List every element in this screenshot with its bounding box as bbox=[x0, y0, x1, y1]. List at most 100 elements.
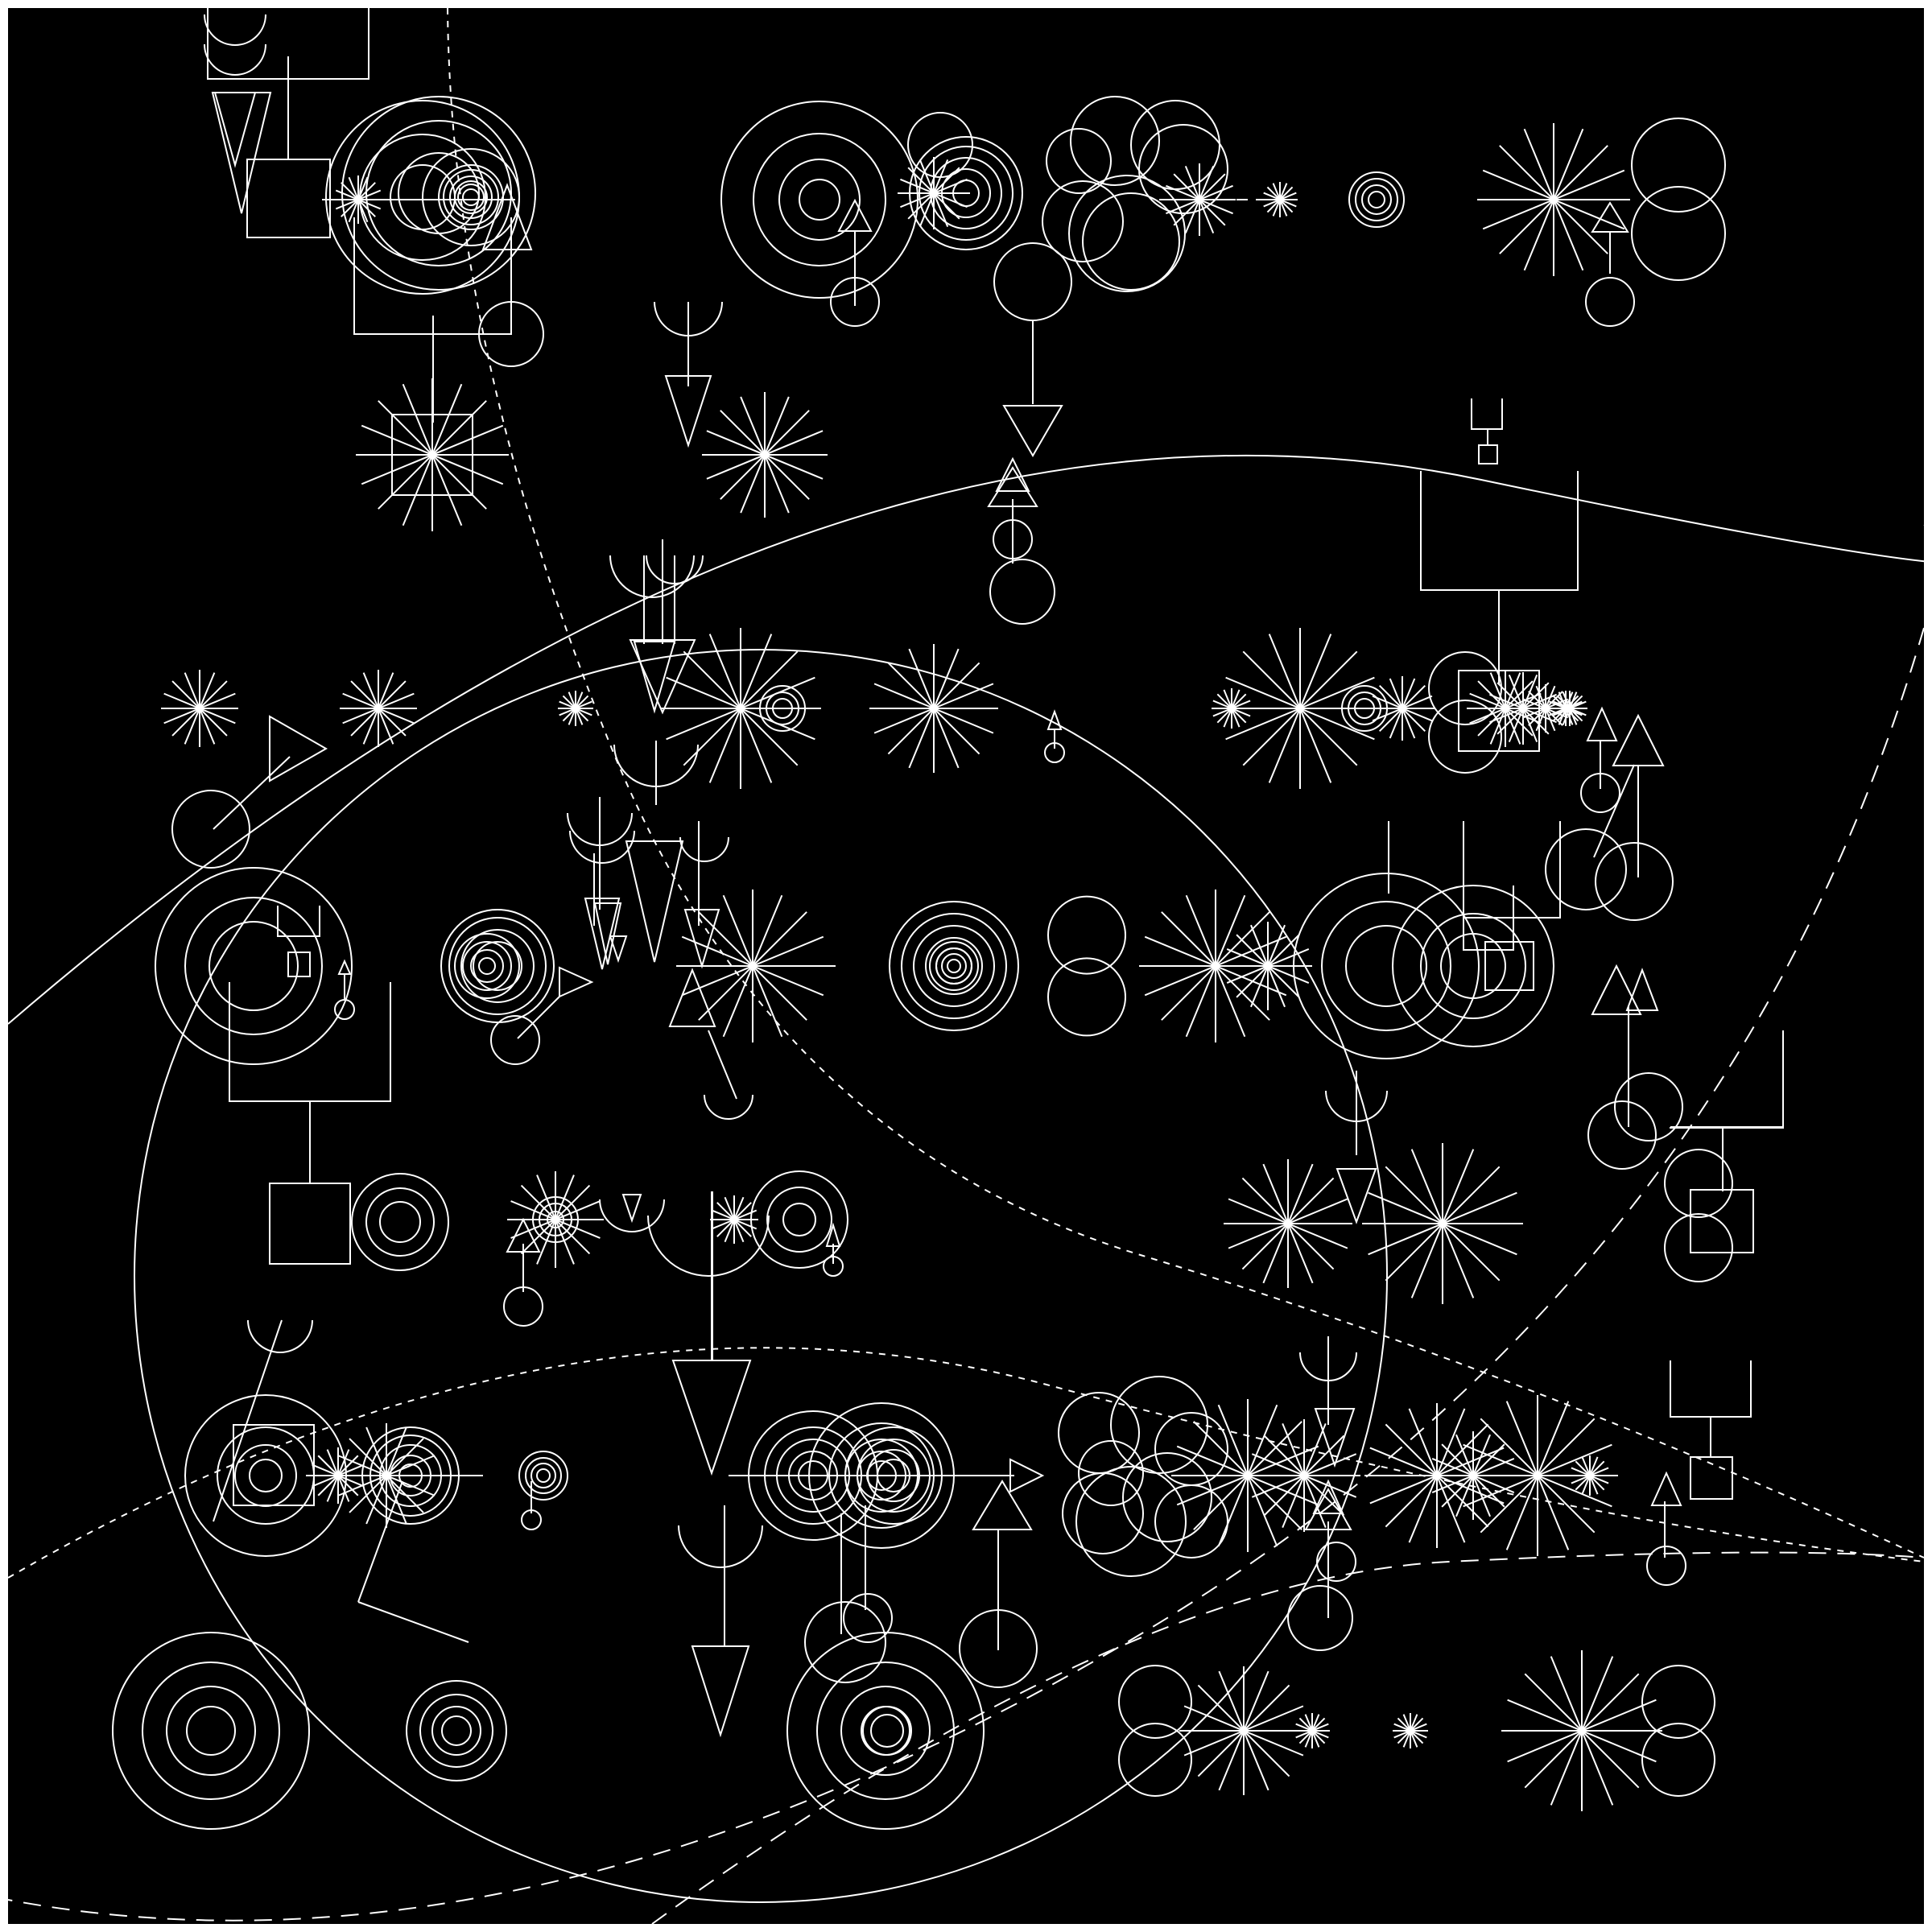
star-burst-icon bbox=[361, 424, 504, 485]
stem-line bbox=[357, 1480, 403, 1603]
triangle-icon bbox=[269, 715, 328, 782]
concentric-rings-icon bbox=[870, 1714, 904, 1748]
concentric-rings-icon bbox=[431, 1706, 481, 1756]
star-burst-icon bbox=[1225, 676, 1375, 741]
square-shape bbox=[1690, 1456, 1733, 1500]
concentric-rings-icon bbox=[454, 180, 488, 214]
concentric-rings-icon bbox=[901, 913, 1007, 1019]
ring-shape bbox=[1587, 1100, 1657, 1170]
concentric-rings-icon bbox=[365, 120, 512, 266]
figure-eight-icon bbox=[1047, 895, 1126, 975]
stem-line bbox=[708, 1030, 737, 1100]
star-burst-icon bbox=[1489, 693, 1557, 724]
concentric-rings-icon bbox=[925, 937, 983, 995]
star-burst-icon bbox=[1368, 1191, 1517, 1256]
ring-shape bbox=[1614, 1072, 1683, 1141]
ring-shape bbox=[1580, 773, 1620, 813]
ring-shape bbox=[1122, 1452, 1212, 1542]
square-shape bbox=[269, 1183, 351, 1265]
concentric-rings-icon bbox=[525, 1457, 562, 1494]
concentric-rings-icon bbox=[547, 1211, 564, 1228]
concentric-rings-icon bbox=[460, 929, 535, 1003]
ring-shape bbox=[1044, 742, 1065, 763]
star-burst-icon bbox=[1228, 1198, 1348, 1249]
concentric-rings-icon bbox=[142, 1662, 280, 1800]
star-burst-icon bbox=[1212, 700, 1251, 717]
triangle-icon bbox=[1586, 706, 1618, 741]
triangle-icon bbox=[995, 456, 1030, 492]
ring-shape bbox=[1585, 277, 1635, 327]
ring-shape bbox=[1082, 192, 1180, 291]
star-burst-icon bbox=[1463, 1443, 1612, 1508]
concentric-rings-icon bbox=[786, 1632, 985, 1830]
triangle-icon bbox=[1002, 405, 1063, 457]
concentric-rings-icon bbox=[1420, 913, 1526, 1019]
triangle-icon bbox=[1625, 968, 1659, 1011]
stem-line bbox=[213, 756, 291, 830]
ring-shape bbox=[478, 301, 544, 367]
triangle-icon bbox=[559, 966, 594, 998]
triangle-icon bbox=[633, 641, 676, 714]
concentric-rings-icon bbox=[889, 901, 1019, 1031]
star-burst-icon bbox=[1144, 935, 1287, 997]
ring-shape bbox=[1428, 651, 1502, 725]
cup-arc-icon bbox=[647, 1215, 770, 1277]
cup-arc-icon bbox=[704, 1094, 753, 1120]
ring-shape bbox=[1078, 1440, 1144, 1506]
concentric-rings-icon bbox=[155, 867, 353, 1065]
concentric-rings-icon bbox=[1348, 171, 1405, 228]
concentric-rings-icon bbox=[1392, 885, 1554, 1047]
ring-shape bbox=[521, 1509, 542, 1530]
concentric-rings-icon bbox=[1345, 925, 1427, 1007]
concentric-rings-icon bbox=[766, 1187, 832, 1253]
ring-shape bbox=[1046, 128, 1112, 194]
star-burst-icon bbox=[559, 700, 592, 716]
stem-line bbox=[357, 1601, 469, 1643]
star-burst-icon bbox=[1571, 1467, 1609, 1484]
triangle-icon bbox=[691, 1645, 750, 1738]
cup-arc-icon bbox=[679, 836, 729, 862]
star-burst-icon bbox=[900, 178, 968, 208]
dashed-arc-long-lower bbox=[651, 1551, 1925, 1925]
concentric-rings-icon bbox=[518, 1451, 568, 1501]
ring-shape bbox=[1646, 1546, 1686, 1586]
concentric-rings-icon bbox=[351, 1173, 449, 1271]
large-arcs-layer bbox=[7, 7, 1932, 1925]
ring-shape bbox=[1664, 1213, 1733, 1282]
triangle-icon bbox=[1650, 1471, 1682, 1506]
concentric-rings-icon bbox=[750, 1170, 848, 1269]
ring-shape bbox=[334, 999, 355, 1020]
concentric-rings-icon bbox=[462, 188, 480, 206]
square-shape bbox=[287, 952, 311, 977]
concentric-rings-icon bbox=[462, 941, 512, 991]
ring-shape bbox=[503, 1286, 543, 1327]
concentric-rings-icon bbox=[470, 949, 504, 983]
ring-shape bbox=[1664, 1149, 1733, 1218]
cup-arc-icon bbox=[569, 830, 635, 864]
concentric-rings-icon bbox=[166, 1686, 256, 1776]
ring-shape bbox=[1110, 1376, 1208, 1474]
concentric-rings-icon bbox=[799, 179, 840, 221]
triangle-icon bbox=[668, 968, 716, 1027]
triangle-icon bbox=[481, 183, 533, 250]
stem-line bbox=[517, 996, 560, 1039]
star-burst-icon bbox=[1482, 169, 1625, 230]
cup-arc-icon bbox=[247, 1319, 313, 1353]
concentric-rings-icon bbox=[379, 1201, 421, 1243]
concentric-rings-icon bbox=[782, 1203, 816, 1236]
star-burst-icon bbox=[510, 1200, 601, 1239]
concentric-rings-icon bbox=[449, 175, 493, 219]
triangle-icon bbox=[213, 92, 257, 168]
star-burst-icon bbox=[342, 692, 415, 724]
ring-shape bbox=[993, 519, 1033, 559]
star-burst-icon bbox=[1251, 1453, 1357, 1498]
square-shape bbox=[1484, 941, 1534, 991]
triangle-icon bbox=[683, 909, 720, 969]
concentric-rings-icon bbox=[457, 184, 485, 211]
concentric-rings-icon bbox=[532, 1196, 579, 1243]
triangle-icon bbox=[664, 375, 712, 448]
concentric-rings-icon bbox=[419, 1694, 493, 1768]
figure-eight-icon bbox=[1047, 957, 1126, 1037]
figure-eight-icon bbox=[1641, 1665, 1715, 1739]
triangle-icon bbox=[593, 902, 622, 965]
